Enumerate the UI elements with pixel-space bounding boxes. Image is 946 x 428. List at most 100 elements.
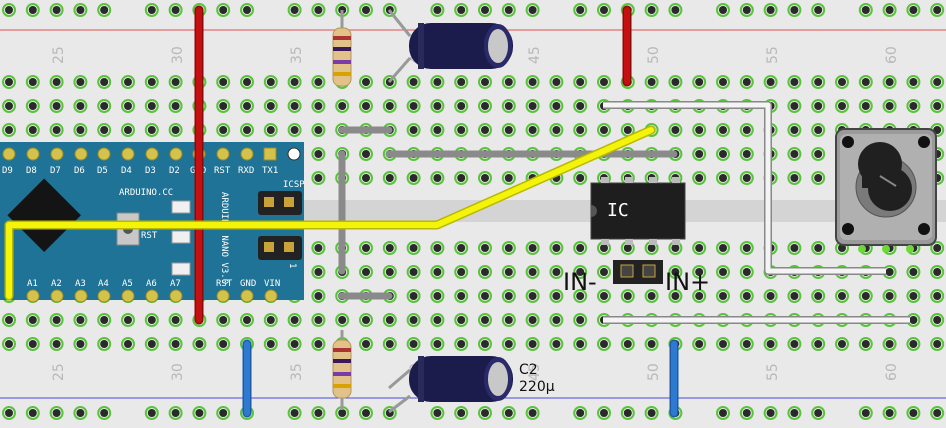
breadboard-hole-connection [168,313,183,327]
breadboard-hole [814,409,823,417]
breadboard-hole [243,78,251,86]
breadboard-hole-connection [811,75,826,89]
breadboard-hole [790,150,799,158]
breadboard-hole-connection [454,123,469,137]
breadboard-hole [100,126,109,134]
breadboard-hole-connection [25,337,40,351]
breadboard-hole-connection [930,75,945,89]
breadboard-hole-connection [549,99,564,113]
breadboard-hole-connection [668,3,683,17]
breadboard-hole [600,6,608,14]
breadboard-hole [623,409,632,417]
breadboard-hole [76,340,85,348]
column-number: 30 [170,363,186,381]
breadboard-hole [933,292,942,300]
breadboard-hole [362,6,370,14]
breadboard-hole-connection [501,75,516,89]
breadboard-hole [790,6,799,14]
breadboard-hole [742,150,751,158]
breadboard-hole [100,102,109,110]
breadboard-hole-connection [858,289,873,303]
capacitor-top[interactable] [387,9,513,83]
capacitor-c2-name: C2 [519,362,538,378]
breadboard-hole-connection [49,313,64,327]
breadboard-hole-connection [716,171,730,185]
breadboard-hole-connection [858,337,873,351]
breadboard-hole [766,409,775,417]
breadboard-hole [671,268,680,276]
ic-body [590,182,686,240]
breadboard-hole [885,409,894,417]
breadboard-hole-connection [144,406,159,420]
breadboard-hole-connection [501,99,516,113]
resistor-bottom[interactable] [332,330,352,410]
breadboard-hole-connection [359,313,373,327]
breadboard-hole-connection [930,313,945,327]
breadboard-hole-connection [359,265,373,279]
breadboard-hole [219,102,228,110]
breadboard-hole-connection [644,289,659,303]
breadboard-hole-connection [501,289,516,303]
ic-chip[interactable]: IC [590,177,686,245]
breadboard-hole [504,340,513,348]
potentiometer[interactable] [835,128,937,253]
breadboard-hole-connection [644,337,659,351]
breadboard-hole-connection [311,123,326,137]
breadboard-hole [671,292,680,300]
resistor-top[interactable] [332,10,352,87]
breadboard-hole-connection [739,123,754,137]
breadboard-hole-connection [73,337,88,351]
breadboard-hole [742,78,751,86]
breadboard-hole [885,6,894,14]
column-number: 60 [884,46,900,64]
capacitor-c2[interactable]: C2 220µ [388,356,555,414]
breadboard-hole-connection [739,406,754,420]
breadboard-hole [100,6,109,14]
breadboard-hole [76,409,85,417]
breadboard-hole-connection [406,337,421,351]
breadboard-hole-connection [525,241,540,255]
breadboard-hole [647,340,656,348]
breadboard-hole-connection [430,289,445,303]
breadboard-hole-connection [454,289,469,303]
breadboard-hole-connection [525,406,540,420]
breadboard-hole [790,409,799,417]
breadboard-hole-connection [49,406,64,420]
yellow-wire[interactable] [6,127,654,299]
breadboard-hole [528,244,537,252]
breadboard-hole-connection [121,123,135,137]
breadboard-hole-connection [97,337,112,351]
breadboard-hole [814,78,823,86]
breadboard-hole [147,409,156,417]
breadboard-hole [433,6,442,14]
breadboard-hole [219,340,228,348]
breadboard-hole [433,316,442,324]
white-wire[interactable] [603,102,886,274]
breadboard-hole-connection [620,337,635,351]
breadboard-hole-connection [763,406,778,420]
breadboard-hole-connection [430,99,445,113]
breadboard-hole [124,78,132,86]
breadboard-hole-connection [478,265,492,279]
breadboard-hole [861,340,870,348]
breadboard-hole-connection [216,3,231,17]
breadboard-hole [290,340,299,348]
breadboard-hole-connection [644,406,659,420]
breadboard-hole-connection [168,3,183,17]
breadboard-hole-connection [811,147,826,161]
breadboard-hole-connection [311,99,326,113]
breadboard-hole [742,6,751,14]
breadboard-hole-connection [501,265,516,279]
breadboard-hole [171,102,180,110]
pin-label: RXD [238,166,254,176]
input-connector[interactable]: IN- IN+ [563,260,710,296]
breadboard-hole [314,316,323,324]
breadboard-hole-connection [359,337,373,351]
breadboard-hole [576,78,585,86]
breadboard-hole [266,316,275,324]
breadboard-hole-connection [192,406,207,420]
breadboard-hole-connection [406,171,421,185]
breadboard-hole [885,78,894,86]
breadboard-hole-connection [716,123,730,137]
